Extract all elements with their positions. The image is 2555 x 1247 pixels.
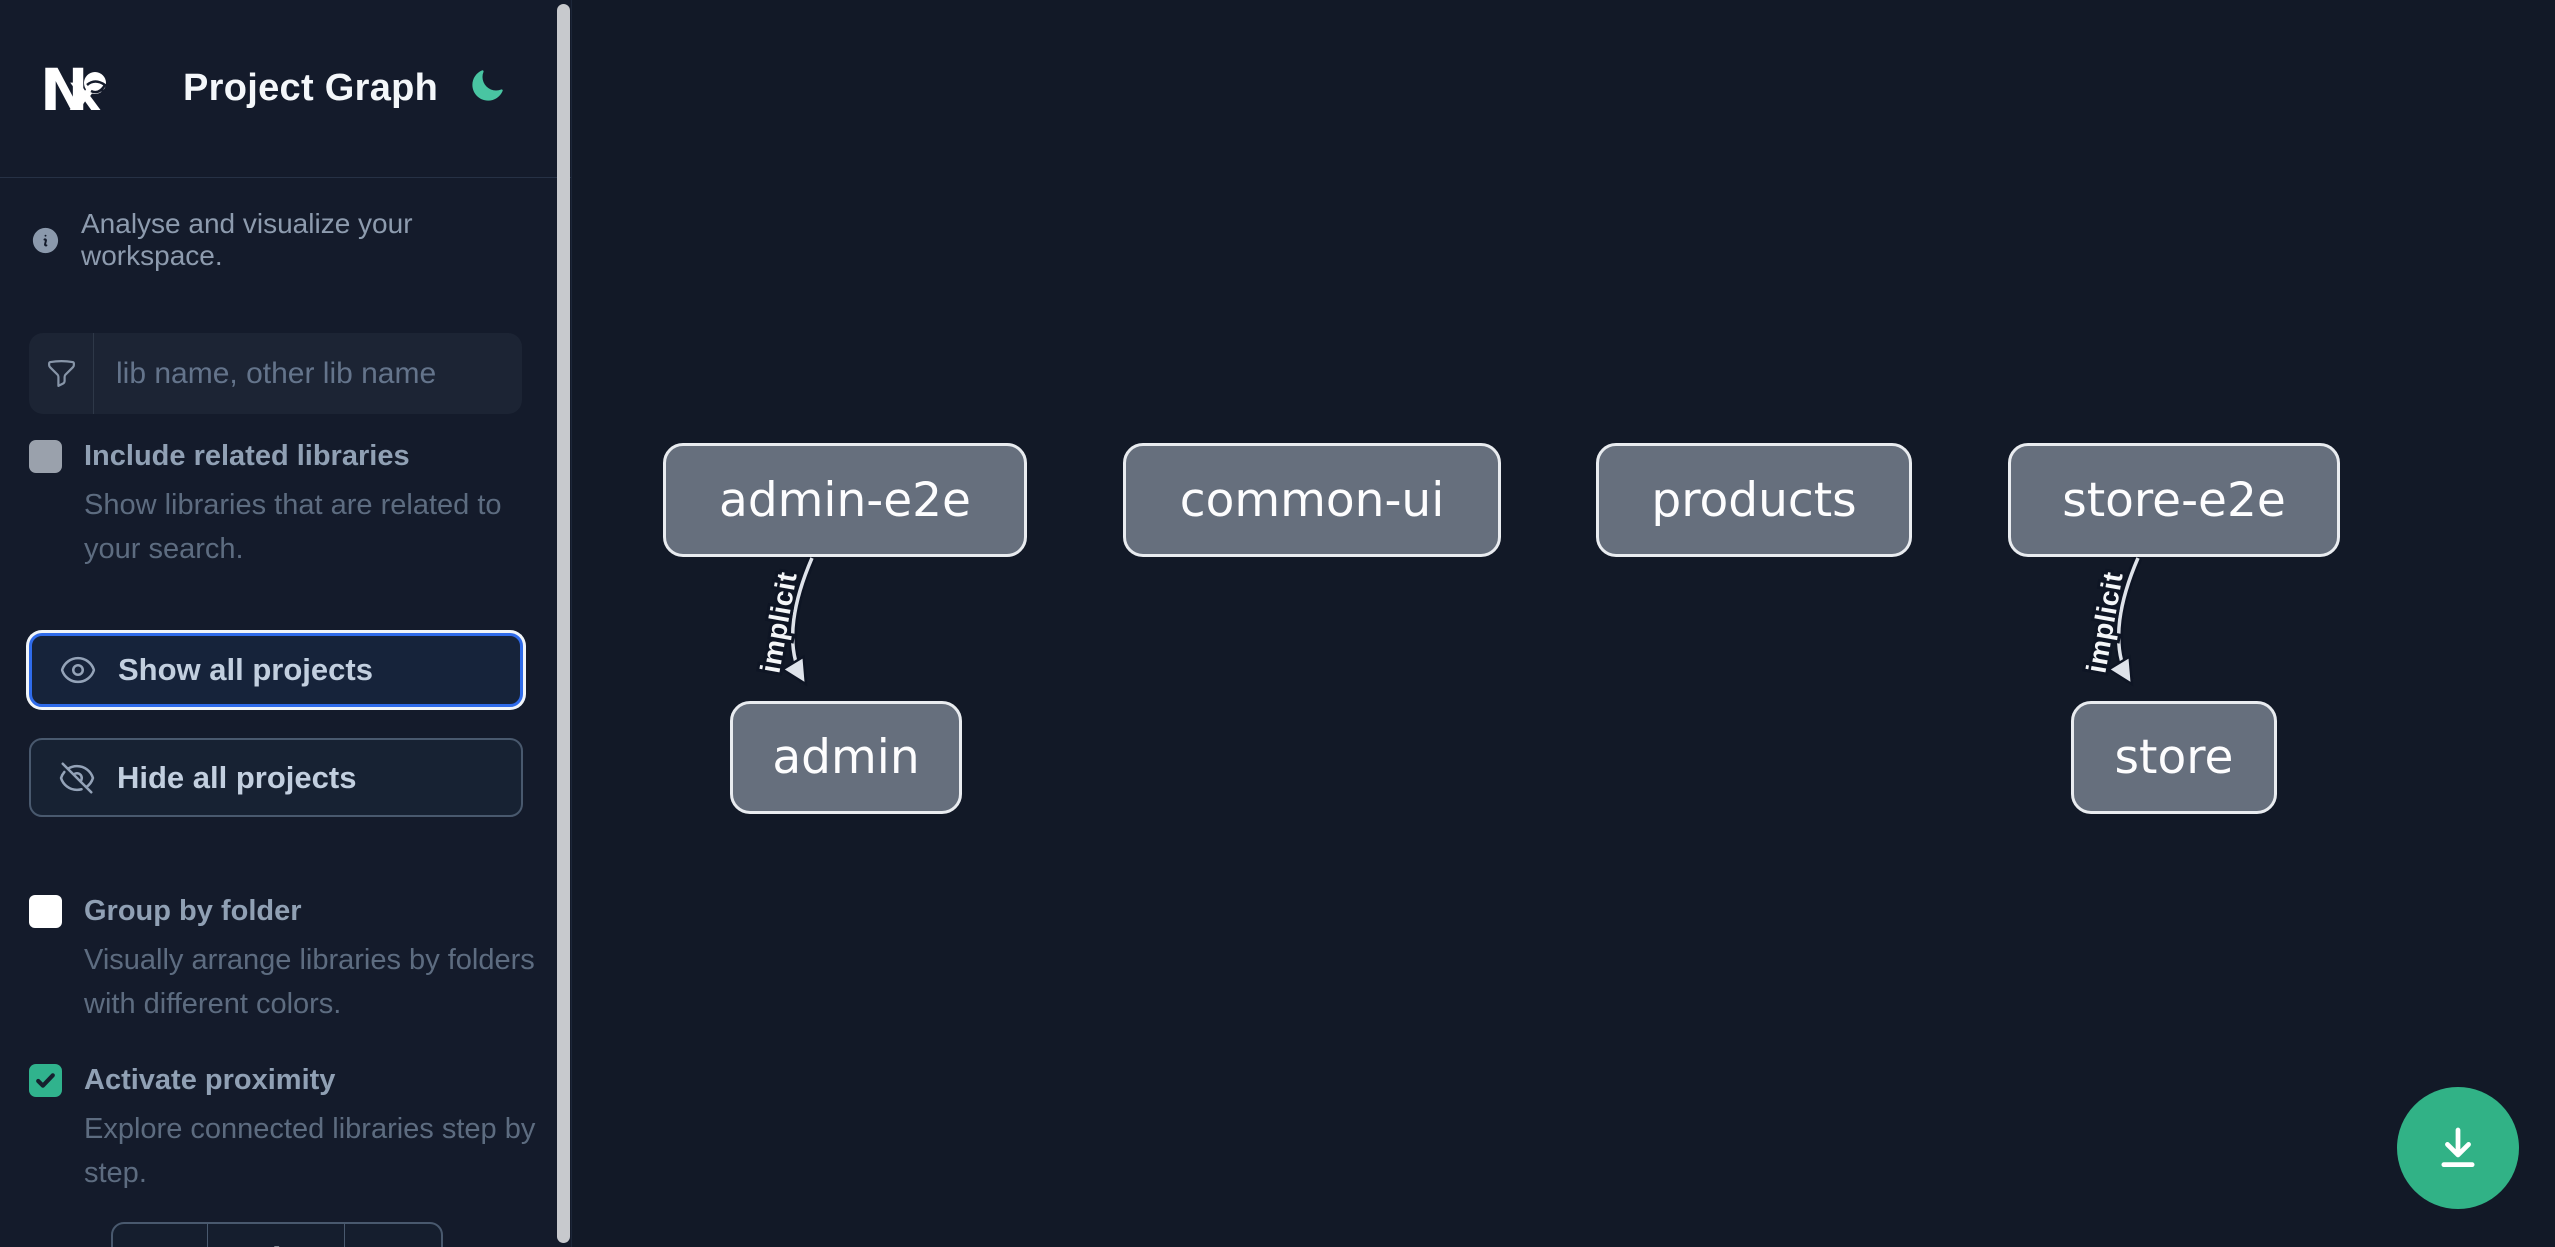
edge-admin-e2e-to-admin[interactable]: implicit (752, 556, 817, 681)
group-by-folder-label: Group by folder (84, 895, 302, 927)
search-box (29, 333, 522, 414)
sidebar: N x Project Graph Analyse and visualize … (0, 0, 572, 1247)
project-node-store[interactable]: store (2071, 701, 2277, 814)
search-input[interactable] (94, 333, 522, 414)
download-graph-button[interactable] (2397, 1087, 2519, 1209)
download-icon (2441, 1127, 2475, 1168)
filter-icon-cell (29, 333, 94, 414)
nx-logo-icon: N x (43, 58, 107, 120)
project-node-admin-e2e[interactable]: admin-e2e (663, 443, 1027, 557)
show-all-projects-label: Show all projects (118, 652, 373, 687)
project-node-common-ui[interactable]: common-ui (1123, 443, 1501, 557)
eye-slash-icon (59, 761, 95, 794)
activate-proximity-checkbox[interactable] (29, 1064, 62, 1097)
sidebar-scrollbar[interactable] (557, 4, 570, 1243)
hide-all-projects-label: Hide all projects (117, 759, 357, 795)
hide-all-projects-button[interactable]: Hide all projects (29, 738, 523, 817)
graph-canvas[interactable]: implicit implicit admin-e2e common-ui pr… (572, 0, 2555, 1247)
activate-proximity-block: Activate proximity Explore connected lib… (29, 1064, 542, 1195)
moon-icon (472, 70, 503, 101)
intro-text: Analyse and visualize your workspace. (81, 208, 413, 271)
activate-proximity-label: Activate proximity (84, 1064, 336, 1096)
decrement-button[interactable]: − (113, 1224, 207, 1247)
group-by-folder-description: Visually arrange libraries by folders wi… (84, 944, 535, 1020)
project-node-store-e2e[interactable]: store-e2e (2008, 443, 2340, 557)
eye-icon (60, 656, 96, 684)
show-all-projects-button[interactable]: Show all projects (29, 633, 523, 707)
group-by-folder-block: Group by folder Visually arrange librari… (29, 895, 542, 1026)
stepper-value: 1 (207, 1224, 345, 1247)
include-related-label: Include related libraries (84, 440, 410, 472)
increment-button[interactable]: + (345, 1224, 441, 1247)
sidebar-header: N x Project Graph (0, 0, 571, 178)
svg-text:N: N (43, 58, 89, 120)
include-related-checkbox[interactable] (29, 440, 62, 473)
page-title: Project Graph (183, 67, 439, 109)
check-icon (36, 1073, 55, 1088)
edges-layer: implicit implicit (752, 556, 2143, 1247)
filter-icon (47, 360, 75, 387)
intro-row: Analyse and visualize your workspace. (29, 208, 542, 272)
dark-mode-toggle[interactable] (469, 68, 505, 104)
sidebar-content: Analyse and visualize your workspace. In… (0, 208, 571, 1247)
group-by-folder-checkbox[interactable] (29, 895, 62, 928)
include-related-description: Show libraries that are related to your … (84, 489, 502, 565)
include-related-block: Include related libraries Show libraries… (29, 440, 542, 571)
project-node-admin[interactable]: admin (730, 701, 962, 814)
project-node-products[interactable]: products (1596, 443, 1912, 557)
edge-store-e2e-to-store[interactable]: implicit (2078, 556, 2143, 681)
proximity-depth-stepper: − 1 + (111, 1222, 443, 1247)
activate-proximity-description: Explore connected libraries step by step… (84, 1113, 536, 1189)
info-icon (32, 227, 59, 253)
